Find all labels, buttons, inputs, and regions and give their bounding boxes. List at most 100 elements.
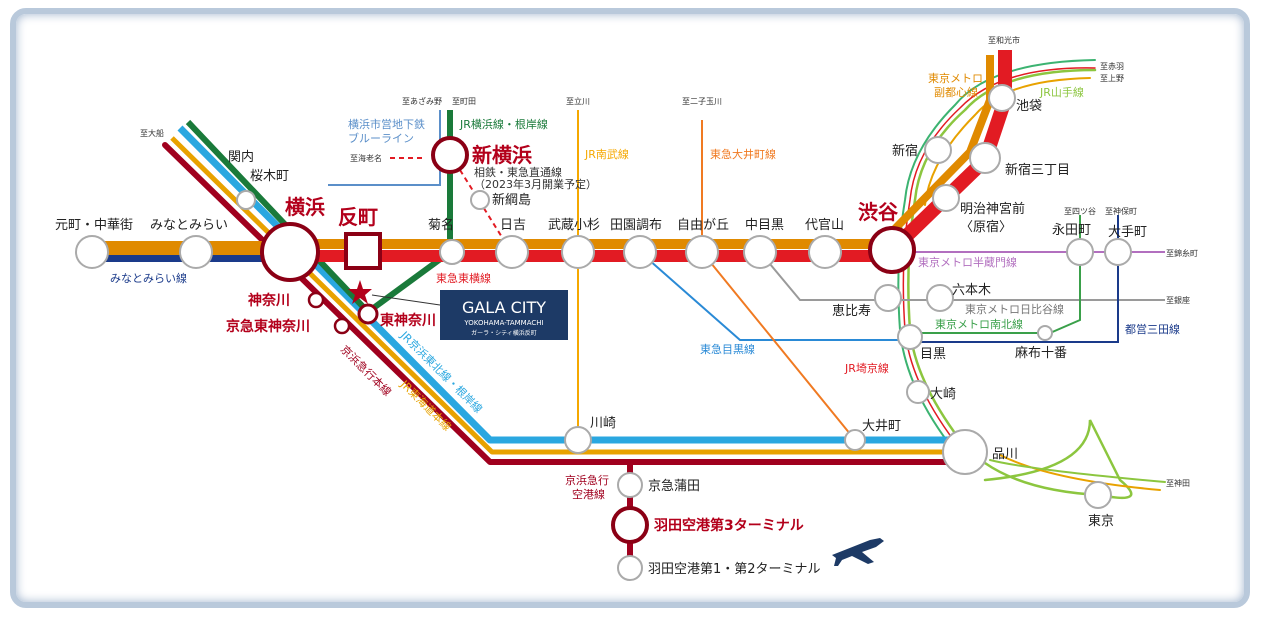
station-ikebukuro-marker	[988, 84, 1016, 112]
label-line-subway-2: ブルーライン	[348, 131, 414, 145]
galacity-pointer	[371, 294, 441, 306]
label-shintsunashima: 新綱島	[492, 192, 531, 208]
station-kikuna-marker	[439, 239, 465, 265]
station-azabujuban-marker	[1037, 325, 1053, 341]
station-tammachi-marker	[344, 232, 382, 270]
destination-labels: 至大船 至あざみ野 至町田 至海老名 至立川 至二子玉川 至和光市 至赤羽 至上…	[140, 35, 1198, 488]
major-stations	[260, 136, 916, 544]
label-line-subway-1: 横浜市営地下鉄	[348, 117, 425, 131]
label-line-sotetsu-2: （2023年3月開業予定）	[474, 177, 597, 191]
label-line-nambu: JR南武線	[584, 147, 629, 161]
station-keikyukamata-marker	[617, 472, 643, 498]
station-meijijingumae-marker	[932, 184, 960, 212]
label-shibuya: 渋谷	[858, 200, 899, 224]
label-shinagawa: 品川	[992, 447, 1018, 462]
galacity-star-icon	[348, 280, 372, 304]
station-minatomirai-marker	[179, 235, 213, 269]
label-shinyokohama: 新横浜	[472, 143, 532, 167]
label-yokohama: 横浜	[285, 195, 325, 219]
label-higashikanagawa: 東神奈川	[380, 312, 436, 329]
dest-kanda: 至神田	[1166, 478, 1190, 488]
label-line-hibiya: 東京メトロ日比谷線	[965, 302, 1064, 316]
station-osaki-marker	[906, 380, 930, 404]
label-line-saikyo: JR埼京線	[844, 361, 889, 375]
dest-akabane: 至赤羽	[1100, 62, 1124, 71]
label-shinjuku: 新宿	[892, 143, 918, 159]
station-tokyo-marker	[1084, 481, 1112, 509]
label-denenchofu: 田園調布	[610, 218, 662, 233]
line-oimachi	[701, 120, 856, 441]
station-hiyoshi-marker	[495, 235, 529, 269]
label-daikanyama: 代官山	[805, 217, 844, 233]
station-labels: 元町・中華街 みなとみらい 横浜 反町 関内 桜木町 神奈川 京急東神奈川 東神…	[55, 99, 1147, 577]
label-sakuragicho: 桜木町	[250, 169, 289, 184]
label-line-sotetsu-1: 相鉄・東急直通線	[474, 165, 562, 179]
station-higashikanagawa-marker	[357, 303, 379, 325]
dest-tachikawa: 至立川	[566, 96, 590, 106]
label-haneda3: 羽田空港第3ターミナル	[654, 517, 804, 534]
dest-machida: 至町田	[452, 97, 476, 106]
dest-ebina: 至海老名	[350, 153, 382, 163]
station-jiyugaoka-marker	[685, 235, 719, 269]
line-yamanote	[897, 59, 1166, 500]
logo-name: GALA CITY	[462, 298, 546, 317]
label-line-yamanote: JR山手線	[1039, 85, 1084, 99]
station-roppongi-marker	[926, 284, 954, 312]
label-line-mita: 都営三田線	[1125, 322, 1180, 336]
label-line-meguro: 東急目黒線	[700, 342, 755, 356]
label-meguro: 目黒	[920, 347, 946, 362]
station-meguro-marker	[897, 324, 923, 350]
station-yokohama-marker	[260, 222, 320, 282]
label-line-minatomirai: みなとみらい線	[110, 271, 187, 285]
label-kikuna: 菊名	[428, 217, 454, 233]
station-kawasaki-marker	[564, 426, 592, 454]
label-kanagawa: 神奈川	[248, 292, 290, 309]
station-nakameguro-marker	[743, 235, 777, 269]
label-line-toyoko: 東急東横線	[436, 271, 491, 285]
line-sotetsu	[390, 157, 511, 251]
dest-wakoshi: 至和光市	[988, 35, 1020, 45]
label-keikyu-higashikanagawa: 京急東神奈川	[226, 318, 310, 335]
station-shinyokohama-marker	[431, 136, 469, 174]
label-haneda12: 羽田空港第1・第2ターミナル	[648, 562, 821, 577]
station-ebisu-marker	[874, 284, 902, 312]
dest-jimbocho: 至神保町	[1105, 206, 1137, 216]
label-keikyukamata: 京急蒲田	[648, 479, 700, 494]
galacity-logo: GALA CITY YOKOHAMA-TAMMACHI ガーラ・シティ横浜反町	[440, 290, 568, 340]
station-shintsunashima-marker	[470, 190, 490, 210]
label-ikebukuro: 池袋	[1016, 99, 1042, 114]
station-keikyu-higashikanagawa-marker	[333, 317, 351, 335]
station-motomachi-marker	[75, 235, 109, 269]
label-line-fukutoshin-1: 東京メトロ	[928, 71, 983, 85]
logo-kana: ガーラ・シティ横浜反町	[471, 329, 537, 337]
station-daikanyama-marker	[808, 235, 842, 269]
dest-futakotamagawa: 至二子玉川	[682, 97, 722, 106]
label-jiyugaoka: 自由が丘	[677, 218, 729, 233]
label-nagatacho: 永田町	[1052, 223, 1091, 238]
dest-ginza: 至銀座	[1166, 295, 1190, 305]
station-shibuya-marker	[868, 226, 916, 274]
dest-azamino: 至あざみ野	[402, 96, 442, 106]
label-line-airport-2: 空港線	[572, 487, 605, 501]
label-kannai: 関内	[228, 149, 254, 165]
airplane-icon	[832, 538, 884, 566]
label-otemachi: 大手町	[1108, 225, 1147, 240]
station-otemachi-marker	[1104, 238, 1132, 266]
line-subway-blue	[328, 110, 441, 186]
label-azabujuban: 麻布十番	[1015, 346, 1067, 361]
station-haneda3-marker	[611, 506, 649, 544]
label-shinjukusanchome: 新宿三丁目	[1005, 162, 1070, 178]
label-ebisu: 恵比寿	[832, 304, 871, 319]
label-line-namboku: 東京メトロ南北線	[935, 317, 1023, 331]
label-hiyoshi: 日吉	[500, 218, 526, 233]
label-kawasaki: 川崎	[590, 416, 616, 431]
label-line-fukutoshin-2: 副都心線	[934, 85, 978, 99]
station-oimachi-marker	[844, 429, 866, 451]
station-haneda12-marker	[617, 555, 643, 581]
station-nagatacho-marker	[1066, 238, 1094, 266]
label-line-oimachi: 東急大井町線	[710, 147, 776, 161]
label-tammachi: 反町	[338, 205, 378, 229]
label-motomachi: 元町・中華街	[55, 218, 133, 233]
label-tokyo: 東京	[1088, 513, 1114, 529]
